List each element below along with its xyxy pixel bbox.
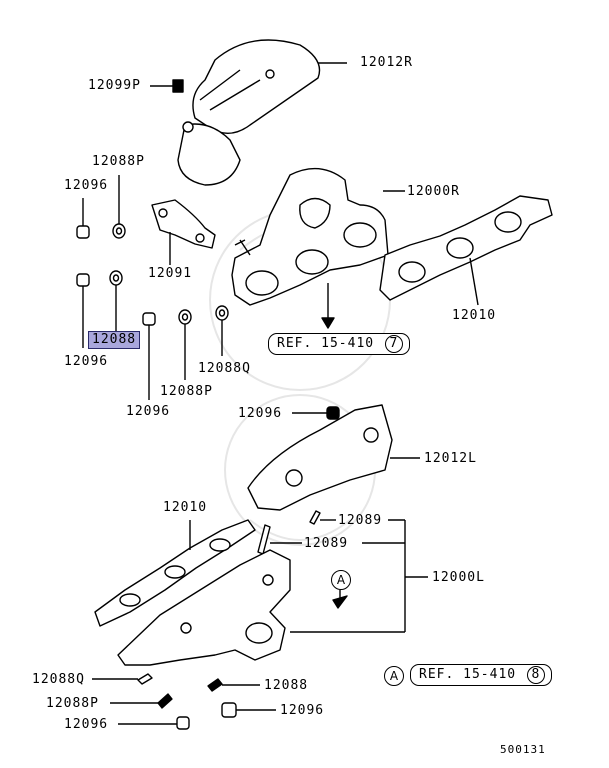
gasket-left <box>94 519 256 627</box>
marker-a-circle-ref: A <box>384 666 404 686</box>
ref-15-410-8[interactable]: REF. 15-410 8 <box>410 664 552 686</box>
leader-gasket-r <box>469 257 479 306</box>
label-12096-lower: 12096 <box>126 404 171 419</box>
label-12012l: 12012L <box>424 451 477 466</box>
exhaust-manifold-left <box>117 549 291 666</box>
ref-text: REF. 15-410 <box>277 336 375 351</box>
label-12091: 12091 <box>148 266 193 281</box>
leader-bottom <box>92 678 276 725</box>
heat-shield-lower <box>247 404 393 511</box>
label-12088-bottom: 12088 <box>264 678 309 693</box>
label-12010-left: 12010 <box>163 500 208 515</box>
bracket-12091 <box>151 199 216 249</box>
label-12096-left: 12096 <box>64 354 109 369</box>
diagram-code: 500131 <box>500 743 546 756</box>
ref-15-410-7[interactable]: REF. 15-410 7 <box>268 333 410 355</box>
label-12089-upper: 12089 <box>338 513 383 528</box>
nut-12096-mid <box>326 406 340 420</box>
gasket-right <box>379 195 553 301</box>
label-12088p-bottom: 12088P <box>46 696 99 711</box>
label-12096-mid: 12096 <box>238 406 283 421</box>
label-12096-bottom-right: 12096 <box>280 703 325 718</box>
label-12099p: 12099P <box>88 78 141 93</box>
bolt-12099p <box>150 79 184 93</box>
studs-12089 <box>257 510 321 555</box>
leader-lines-left <box>82 175 223 400</box>
ref-arrow-head <box>321 317 335 329</box>
bottom-parts <box>137 673 237 730</box>
label-12088p-upper: 12088P <box>92 154 145 169</box>
marker-a-circle: A <box>331 570 351 590</box>
marker-a-arrowhead <box>332 595 348 609</box>
label-12088-highlighted[interactable]: 12088 <box>88 331 141 349</box>
label-12000r: 12000R <box>407 184 460 199</box>
ref-circle-number: 7 <box>384 335 403 353</box>
label-12096-bottom-left: 12096 <box>64 717 109 732</box>
label-12012r: 12012R <box>360 55 413 70</box>
label-12000l: 12000L <box>432 570 485 585</box>
label-12088q: 12088Q <box>198 361 251 376</box>
ref-circle-number: 8 <box>526 666 545 684</box>
leader-bracket-manifold-l <box>290 519 428 633</box>
label-12096-upper: 12096 <box>64 178 109 193</box>
ref-text: REF. 15-410 <box>419 667 517 682</box>
heat-shield-upper <box>177 39 321 186</box>
label-12089-lower: 12089 <box>304 536 349 551</box>
label-12088p-mid: 12088P <box>160 384 213 399</box>
label-12088q-bottom: 12088Q <box>32 672 85 687</box>
exhaust-manifold-right <box>231 167 389 306</box>
label-12010-right: 12010 <box>452 308 497 323</box>
